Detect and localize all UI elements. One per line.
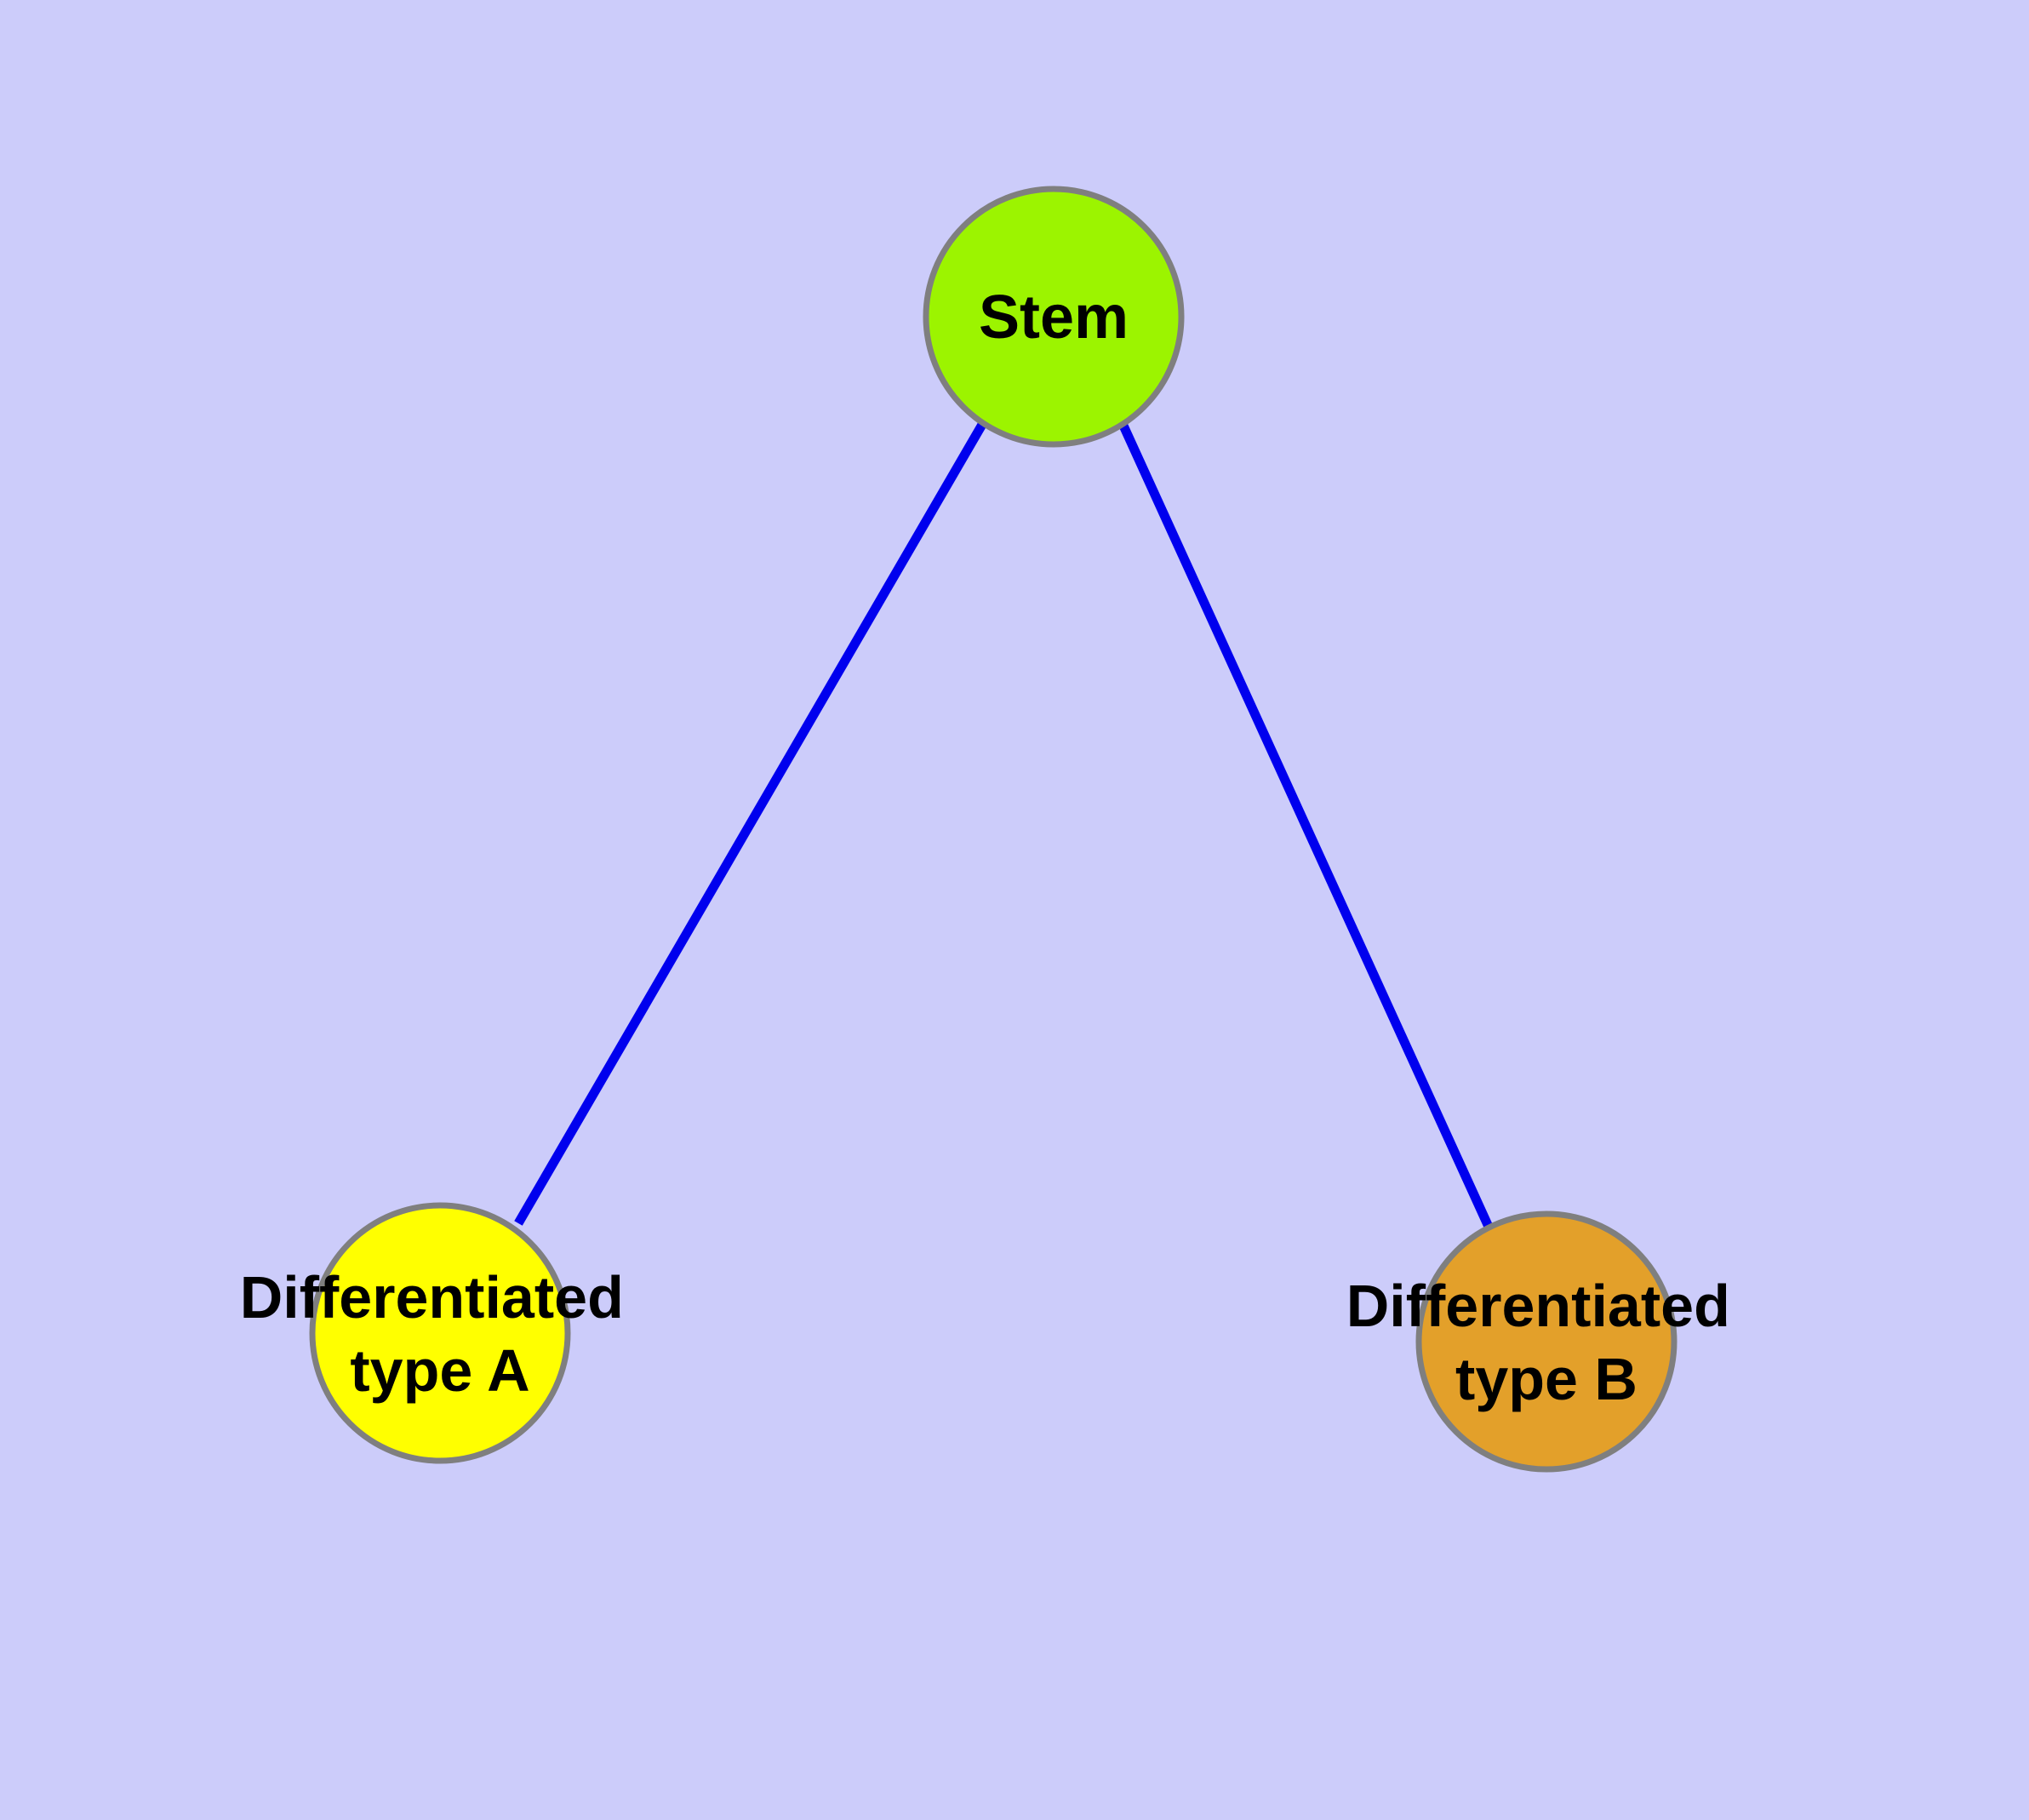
node-differentiated-type-a[interactable]: Differentiated type A bbox=[240, 1202, 641, 1464]
node-label-line-2: type B bbox=[1455, 1346, 1637, 1412]
node-circle-differentiated-type-a[interactable] bbox=[309, 1202, 571, 1464]
node-label-line-2: type A bbox=[350, 1337, 529, 1404]
node-stem[interactable]: Stem bbox=[923, 186, 1185, 448]
node-label-differentiated-type-a: Differentiated type A bbox=[240, 1264, 641, 1404]
node-label-line-1: Differentiated bbox=[1346, 1273, 1730, 1339]
node-label-differentiated-type-b: Differentiated type B bbox=[1346, 1273, 1747, 1412]
edge-stem-to-differentiated-type-b bbox=[1118, 423, 1494, 1229]
node-circle-differentiated-type-b[interactable] bbox=[1415, 1210, 1677, 1473]
node-circle-stem[interactable] bbox=[923, 186, 1185, 448]
node-label-line-1: Differentiated bbox=[240, 1264, 624, 1331]
edge-stem-to-differentiated-type-a bbox=[514, 421, 987, 1226]
node-differentiated-type-b[interactable]: Differentiated type B bbox=[1346, 1210, 1747, 1473]
node-label-stem: Stem bbox=[979, 283, 1129, 352]
